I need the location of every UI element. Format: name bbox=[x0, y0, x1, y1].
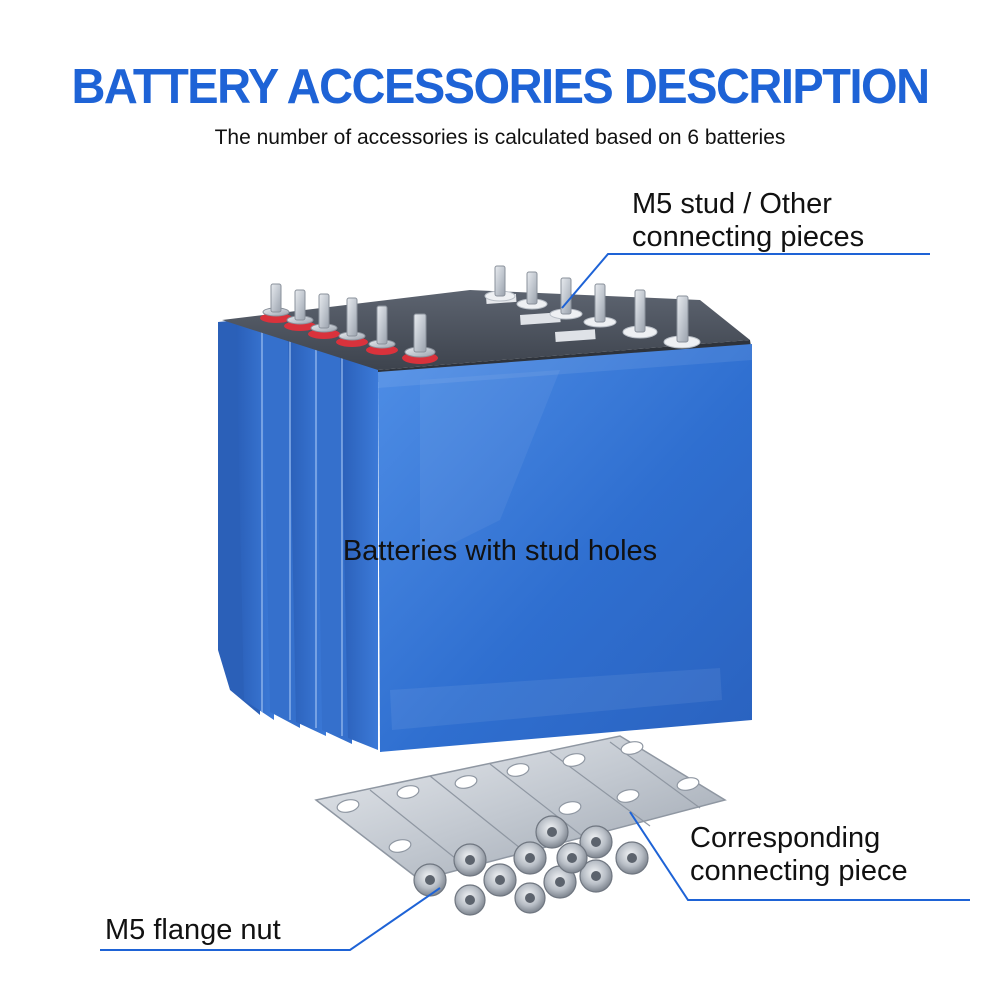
piece-label-line1: Corresponding bbox=[690, 822, 881, 854]
battery-stack bbox=[218, 290, 752, 752]
nut-callout-line bbox=[100, 887, 441, 951]
stud-callout-line bbox=[561, 253, 930, 309]
flange-nut-label: M5 flange nut bbox=[105, 914, 281, 946]
stud-label: M5 stud / Other connecting pieces bbox=[632, 188, 864, 254]
stud-label-line1: M5 stud / Other bbox=[632, 188, 832, 220]
batteries-label: Batteries with stud holes bbox=[342, 535, 658, 567]
stud-label-line2: connecting pieces bbox=[632, 221, 865, 253]
piece-callout-line bbox=[629, 811, 970, 901]
page-subtitle: The number of accessories is calculated … bbox=[214, 126, 786, 149]
connecting-busbars bbox=[314, 735, 727, 881]
piece-label-line2: connecting piece bbox=[690, 855, 908, 887]
callout-lines bbox=[100, 253, 970, 951]
nut-holes bbox=[425, 827, 637, 905]
page-title: BATTERY ACCESSORIES DESCRIPTION bbox=[71, 57, 930, 114]
terminal-studs bbox=[260, 265, 701, 364]
connecting-piece-label: Corresponding connecting piece bbox=[690, 822, 908, 888]
